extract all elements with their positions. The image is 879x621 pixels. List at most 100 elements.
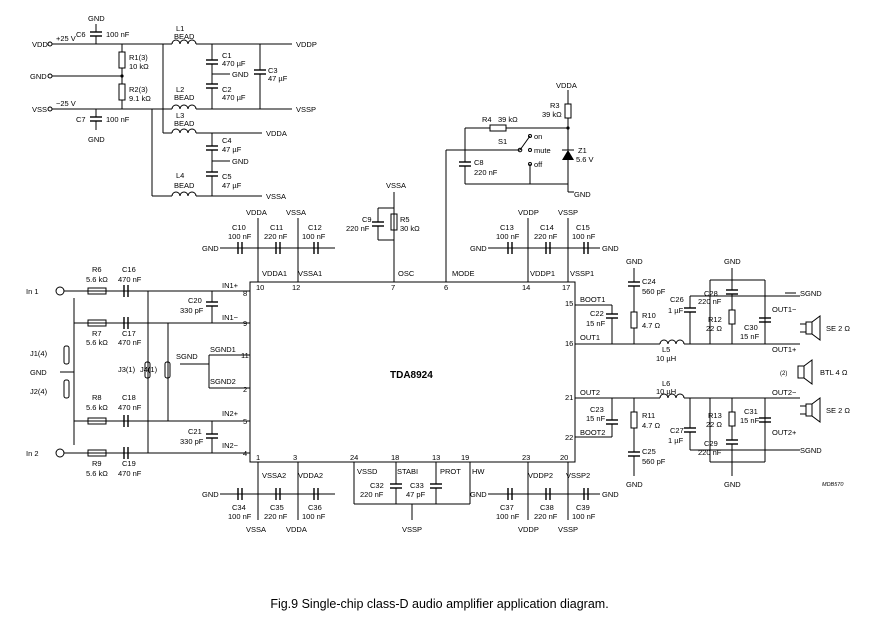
r3-label: R3 (550, 101, 560, 110)
c26-value: 1 µF (668, 306, 684, 315)
c15-value: 100 nF (572, 232, 596, 241)
label-vssa2: VSSA2 (262, 471, 286, 480)
c35-label: C35 (270, 503, 284, 512)
top-vssa: VSSA (286, 208, 306, 217)
l2-label: L2 (176, 85, 184, 94)
pin-24: 24 (350, 453, 358, 462)
vdda-rail-label: VDDA (266, 129, 287, 138)
top-vdda: VDDA (246, 208, 267, 217)
c13-label: C13 (500, 223, 514, 232)
out-gnd-2: GND (724, 257, 741, 266)
label-in1m: IN1− (222, 313, 239, 322)
pin-3: 3 (293, 453, 297, 462)
pin-14: 14 (522, 283, 530, 292)
c18-label: C18 (122, 393, 136, 402)
bottom-decoupling: GND C34 100 nF C35 220 nF C36 100 nF VSS… (202, 462, 619, 534)
pin-23: 23 (522, 453, 530, 462)
c24-label: C24 (642, 277, 656, 286)
label-vdda2: VDDA2 (298, 471, 323, 480)
j2-label: J2(4) (30, 387, 48, 396)
r13-label: R13 (708, 411, 722, 420)
c21-value: 330 pF (180, 437, 204, 446)
l1-bead: BEAD (174, 32, 195, 41)
bot-vssp-mid: VSSP (402, 525, 422, 534)
out2p-label: OUT2+ (772, 428, 797, 437)
l2-bead: BEAD (174, 93, 195, 102)
label-vddp1: VDDP1 (530, 269, 555, 278)
label-mode: MODE (452, 269, 475, 278)
c7-gnd: GND (88, 135, 105, 144)
s1-label: S1 (498, 137, 507, 146)
pin-17: 17 (562, 283, 570, 292)
bot-gnd-right: GND (602, 490, 619, 499)
label-hw: HW (472, 467, 485, 476)
j3-label: J3(1) (118, 365, 136, 374)
c10-label: C10 (232, 223, 246, 232)
c33-label: C33 (410, 481, 424, 490)
c18-value: 470 nF (118, 403, 142, 412)
c6-value: 100 nF (106, 30, 130, 39)
r7-label: R7 (92, 329, 102, 338)
c13-value: 100 nF (496, 232, 520, 241)
pin-1: 1 (256, 453, 260, 462)
c45-gnd: GND (232, 157, 249, 166)
c16-value: 470 nF (118, 275, 142, 284)
c3-label: C3 (268, 66, 278, 75)
pin-15: 15 (565, 299, 573, 308)
label-out1: OUT1 (580, 333, 600, 342)
pin-20: 20 (560, 453, 568, 462)
pin-22: 22 (565, 433, 573, 442)
c37-value: 100 nF (496, 512, 520, 521)
c7-label: C7 (76, 115, 86, 124)
pin-18: 18 (391, 453, 399, 462)
vdd-value: +25 V (56, 34, 76, 43)
c31-value: 15 nF (740, 416, 760, 425)
c31-label: C31 (744, 407, 758, 416)
r10-label: R10 (642, 311, 656, 320)
c14-label: C14 (540, 223, 554, 232)
r12-label: R12 (708, 315, 722, 324)
top-decoupling: VDDA VSSA GND C10 100 nF C11 220 nF C12 … (202, 181, 619, 282)
c29-label: C29 (704, 439, 718, 448)
chip-name: TDA8924 (390, 370, 433, 381)
label-osc: OSC (398, 269, 415, 278)
s1-mute: mute (534, 146, 551, 155)
label-sgnd1: SGND1 (210, 345, 236, 354)
c30-value: 15 nF (740, 332, 760, 341)
r5-label: R5 (400, 215, 410, 224)
top-gnd-right: GND (602, 244, 619, 253)
r4-label: R4 (482, 115, 492, 124)
pin-21: 21 (565, 393, 573, 402)
pin-19: 19 (461, 453, 469, 462)
s1-off: off (534, 160, 543, 169)
c38-label: C38 (540, 503, 554, 512)
r10-value: 4.7 Ω (642, 321, 661, 330)
pin-2: 2 (243, 385, 247, 394)
c11-label: C11 (270, 223, 283, 232)
r7-value: 5.6 kΩ (86, 338, 108, 347)
c9-label: C9 (362, 215, 372, 224)
vssp-rail-label: VSSP (296, 105, 316, 114)
gnd-in-label: GND (30, 368, 47, 377)
out2m-label: OUT2− (772, 388, 797, 397)
j4-label: J4(1) (140, 365, 158, 374)
c6-gnd: GND (88, 14, 105, 23)
top-gnd-left: GND (202, 244, 219, 253)
pin-12: 12 (292, 283, 300, 292)
out-gnd-3: GND (626, 480, 643, 489)
btl-note: (2) (780, 371, 787, 377)
r1-label: R1(3) (129, 53, 148, 62)
c12-value: 100 nF (302, 232, 326, 241)
c12-gnd: GND (232, 70, 249, 79)
r6-value: 5.6 kΩ (86, 275, 108, 284)
c39-value: 100 nF (572, 512, 596, 521)
s1-on: on (534, 132, 542, 141)
c5-label: C5 (222, 172, 232, 181)
c28-value: 220 nF (698, 297, 722, 306)
r8-label: R8 (92, 393, 102, 402)
c22-value: 15 nF (586, 319, 606, 328)
tda8924-chip: TDA8924 10 12 7 6 14 17 VDDA1 VSSA1 OSC … (210, 269, 605, 480)
label-stabi: STABI (397, 467, 418, 476)
c11-value: 220 nF (264, 232, 288, 241)
c25-value: 560 pF (642, 457, 666, 466)
